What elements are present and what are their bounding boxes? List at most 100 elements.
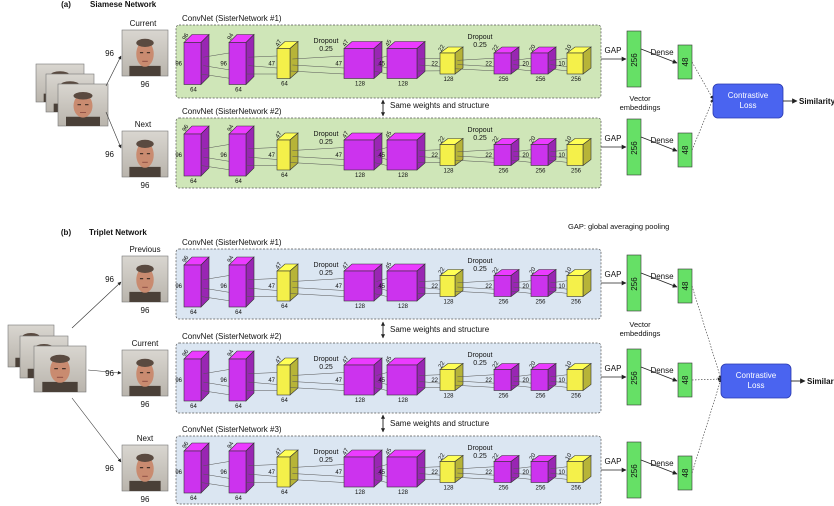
- panel-a-net-2-conn-5a: [419, 149, 441, 151]
- panel-a-net-2-layer-7-side: 22: [485, 153, 492, 159]
- panel-a-source-frame-3-eye-right: [85, 104, 89, 106]
- panel-b-net-3-layer-5-front-face: [386, 456, 418, 488]
- panel-a-frame-next-dim-bottom: 96: [141, 181, 150, 190]
- panel-a-frame-current-label: Current: [130, 19, 157, 28]
- panel-b-net-1-layer-7-depth: 256: [498, 300, 509, 306]
- panel-a-net-2-layer-1-side-face: [200, 125, 210, 177]
- panel-a-frame-current-mouth: [142, 60, 148, 62]
- panel-b-net-2-layer-3-depth: 64: [281, 398, 288, 404]
- panel-a-net-2-layer-7: [493, 137, 520, 167]
- panel-b-net-3-conn-8c: [547, 477, 568, 480]
- panel-a-net-2-dense-label: Dense: [650, 136, 674, 145]
- panel-b-net-1-conn-2a: [248, 278, 278, 280]
- panel-b-net-2-conn-8a: [550, 374, 568, 378]
- panel-b-net-2-layer-6-front-face: [439, 369, 456, 391]
- panel-b-net-3-conn-1b: [203, 473, 230, 479]
- panel-b-net-3-layer-7-front-face: [493, 461, 512, 483]
- panel-a-net-1-title: ConvNet (SisterNetwork #1): [182, 14, 282, 23]
- panel-b-source-frame-3-hair: [50, 354, 70, 364]
- panel-a-net-2-layer-9-depth: 256: [571, 169, 582, 175]
- panel-a-net-2-layer-8-depth: 256: [535, 169, 546, 175]
- panel-b-net-2-layer-1-side: 96: [175, 378, 182, 384]
- panel-a-net-1-conn-1a: [203, 52, 230, 58]
- panel-a-net-1-conn-3a: [292, 55, 345, 60]
- panel-b-net-3-layer-8-side: 20: [522, 470, 529, 476]
- panel-a-net-1-layer-3-side: 47: [268, 62, 275, 68]
- panel-b-net-3-conn-3a: [292, 464, 345, 468]
- panel-b-net-2-to-dense-arrow: [640, 366, 678, 382]
- panel-a-source-frame-3-hair: [73, 91, 93, 100]
- panel-b-frame-previous-eye-left: [139, 278, 144, 280]
- panel-b-net-2-layer-9-depth: 256: [571, 394, 582, 400]
- panel-b-net-3-conn-7c: [510, 477, 532, 480]
- panel-a-net-1-layer-9-front-face: [566, 52, 584, 75]
- panel-b-net-3-layer-2-side-face: [245, 442, 255, 494]
- panel-b-net-3-layer-5-depth: 128: [398, 490, 409, 496]
- panel-b-net-3-conn-3c: [289, 479, 345, 483]
- panel-b-net-1-gap-value: 256: [630, 277, 639, 291]
- panel-a-net-2-conn-1b: [203, 156, 230, 162]
- panel-a-net-2-layer-7-depth: 256: [498, 169, 509, 175]
- panel-a-net-2-layer-5-top: 45: [385, 130, 394, 139]
- panel-b-net-1-dense-label: Dense: [650, 272, 674, 281]
- panel-b-net-1-layer-3-depth: 64: [281, 304, 288, 310]
- panel-b-net-1-layer-1-side: 96: [175, 284, 182, 290]
- panel-a-net-1-layer-1-side: 96: [175, 62, 182, 68]
- panel-b-net-2-conn-5b: [419, 381, 441, 384]
- panel-b-net-3-layer-8-front-face: [530, 461, 549, 483]
- panel-b-net-1-layer-8-depth: 256: [535, 300, 546, 306]
- panel-b-net-2-layer-3-front-face: [276, 364, 291, 396]
- panel-b-net-3-layer-3-side: 47: [268, 470, 275, 476]
- panel-b-net-3-layer-7-depth: 256: [498, 486, 509, 492]
- panel-b-net-3-layer-1-side-face: [200, 442, 210, 494]
- panel-a-net-1-layer-8: [530, 46, 557, 75]
- panel-b-net-3-conn-5b: [419, 473, 441, 476]
- panel-b-net-2-layer-7-side: 22: [485, 378, 492, 384]
- panel-a-net-2-gap-value: 256: [630, 141, 639, 155]
- panel-a-net-1-layer-8-top: 20: [529, 44, 538, 53]
- panel-b-frame-previous-label: Previous: [129, 245, 160, 254]
- panel-b-net-2-layer-7-top: 22: [492, 360, 501, 369]
- panel-a-net-1-conn-6c: [454, 68, 495, 72]
- panel-a-net-1-layer-4-side: 47: [335, 62, 342, 68]
- panel-b-net-1-conn-4a: [376, 278, 388, 282]
- panel-b-net-3-conn-7a: [513, 466, 532, 470]
- panel-b-net-1-layer-6-top: 22: [438, 266, 447, 275]
- panel-b-net-1-layer-6: [439, 268, 464, 298]
- panel-b-net-3-layer-6-depth: 128: [443, 486, 454, 492]
- panel-b-net-3-layer-6-side: 22: [431, 470, 438, 476]
- panel-a-net-2-conn-6b: [457, 155, 495, 159]
- panel-b-net-3-layer-2-top: 94: [227, 441, 236, 450]
- panel-b-net-3-layer-4: [343, 449, 383, 488]
- panel-b-frame-previous-eye-right: [146, 278, 151, 280]
- panel-b-net-1-conn-5a: [419, 280, 441, 282]
- panel-b-net-3-layer-6-front-face: [439, 461, 456, 483]
- panel-b-net-3-layer-8-depth: 256: [535, 486, 546, 492]
- panel-a-net-2-conn-3a: [292, 147, 345, 151]
- panel-a-net-1-layer-9-side: 10: [558, 62, 565, 68]
- panel-b-net-2-layer-5-side: 45: [378, 378, 385, 384]
- panel-b-net-1-conn-5b: [419, 287, 441, 290]
- panel-b-net-3-conn-7b: [513, 472, 532, 476]
- panel-b-net-1-layer-8-front-face: [530, 275, 549, 297]
- panel-b-net-2-conn-7c: [510, 385, 532, 388]
- panel-a-frame-current-shoulders: [129, 65, 161, 76]
- panel-a-net-1-layer-4-depth: 128: [355, 82, 366, 88]
- panel-a-frame-current-hair: [136, 38, 154, 48]
- panel-b-net-2-layer-9-top: 10: [565, 360, 574, 369]
- panel-b-arrow-next: [71, 397, 122, 463]
- panel-a-frame-current-eye-right: [146, 52, 151, 54]
- panel-b-net-1-conn-7a: [513, 280, 532, 284]
- panel-b-net-1-layer-7-front-face: [493, 275, 512, 297]
- panel-b-frame-next-dim-left: 96: [105, 464, 114, 473]
- panel-a-net-2-layer-7-front-face: [493, 144, 512, 166]
- panel-b-net-3-layer-9-depth: 256: [571, 486, 582, 492]
- panel-b-source-frame-3-shoulders: [42, 381, 78, 392]
- panel-b-net-1-layer-9-side: 10: [558, 284, 565, 290]
- panel-b-net-2-layer-5-front-face: [386, 364, 418, 396]
- panel-a-net-1-layer-7-front-face: [493, 52, 512, 75]
